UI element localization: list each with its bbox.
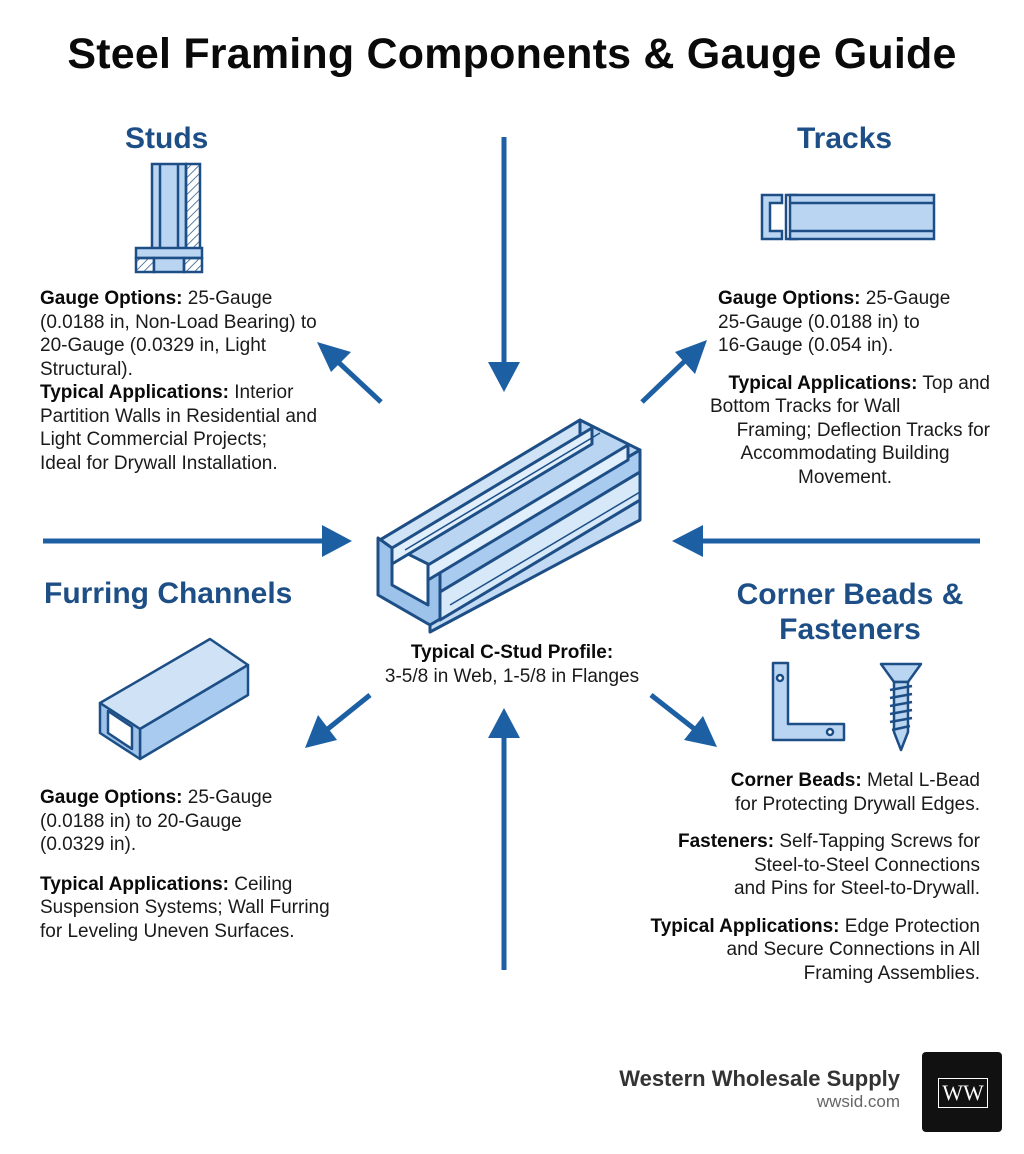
brand-name: Western Wholesale Supply <box>619 1066 900 1091</box>
corner-title-line: Fasteners <box>779 613 921 646</box>
l-bead-icon <box>771 661 846 742</box>
furring-app-line: Suspension Systems; Wall Furring <box>40 897 330 918</box>
arrow-bottom-up <box>488 708 520 970</box>
tracks-gauge-text: 25-Gauge <box>860 288 951 309</box>
corner-description: Corner Beads: Metal L-Bead for Protectin… <box>610 769 980 985</box>
furring-app-line: for Leveling Uneven Surfaces. <box>40 920 295 942</box>
arrow-to-tracks <box>640 340 707 404</box>
track-profile-icon <box>760 193 936 241</box>
tracks-app-line: Accommodating Building <box>740 443 950 464</box>
arrow-top-down <box>488 137 520 392</box>
corner-app-text: Edge Protection <box>839 915 980 937</box>
corner-app-line: Framing Assemblies. <box>803 962 980 984</box>
studs-gauge-line: Structural). <box>40 358 133 380</box>
fasteners-label: Fasteners: <box>677 831 775 852</box>
arrow-to-corner <box>649 693 717 747</box>
corner-title: Corner Beads & Fasteners <box>718 577 982 647</box>
fasteners-text: Self-Tapping Screws for <box>774 831 980 852</box>
stud-profile-icon <box>134 162 204 274</box>
furring-channel-icon <box>98 637 250 761</box>
arrow-to-studs <box>317 342 383 404</box>
studs-gauge-line: (0.0188 in, Non-Load Bearing) to <box>40 311 317 333</box>
furring-gauge-line: (0.0188 in) to 20-Gauge <box>40 810 242 832</box>
studs-app-text: Interior <box>228 382 294 403</box>
page-title: Steel Framing Components & Gauge Guide <box>67 30 957 78</box>
tracks-description: Gauge Options: 25-Gauge 25-Gauge (0.0188… <box>700 287 990 489</box>
studs-gauge-text: 25-Gauge <box>182 288 273 309</box>
furring-gauge-label: Gauge Options: <box>40 787 183 808</box>
furring-app-label: Typical Applications: <box>40 873 229 895</box>
corner-app-line: and Secure Connections in All <box>726 939 981 960</box>
tracks-app-line: Movement. <box>798 466 892 488</box>
fasteners-line: and Pins for Steel-to-Drywall. <box>733 878 980 899</box>
fasteners-line: Steel-to-Steel Connections <box>753 854 980 876</box>
center-profile-value: 3-5/8 in Web, 1-5/8 in Flanges <box>384 665 640 687</box>
tracks-title: Tracks <box>797 122 893 155</box>
center-profile-label: Typical C-Stud Profile: <box>410 642 614 663</box>
studs-gauge-label: Gauge Options: <box>40 288 183 309</box>
tracks-app-text: Top and <box>917 372 990 394</box>
furring-gauge-line: (0.0329 in). <box>40 834 137 855</box>
corner-app-label: Typical Applications: <box>650 915 840 937</box>
corner-beads-line: for Protecting Drywall Edges. <box>735 793 980 815</box>
arrow-right-left <box>672 525 980 557</box>
arrow-left-right <box>43 525 352 557</box>
corner-beads-text: Metal L-Bead <box>861 770 980 791</box>
studs-description: Gauge Options: 25-Gauge (0.0188 in, Non-… <box>40 287 370 475</box>
corner-title-line: Corner Beads & <box>736 578 964 611</box>
tracks-gauge-line: 16-Gauge (0.054 in). <box>718 335 894 356</box>
tracks-gauge-label: Gauge Options: <box>718 288 861 309</box>
studs-app-line: Light Commercial Projects; <box>40 429 268 450</box>
furring-title: Furring Channels <box>44 577 293 610</box>
brand-url: wwsid.com <box>816 1092 900 1111</box>
c-stud-profile-icon <box>376 418 642 634</box>
screw-icon <box>879 662 923 752</box>
brand-block: Western Wholesale Supply wwsid.com <box>560 1066 900 1112</box>
tracks-app-line: Bottom Tracks for Wall <box>710 396 901 417</box>
brand-logo-text: WW <box>938 1078 988 1108</box>
arrow-to-furring <box>305 693 372 748</box>
corner-beads-label: Corner Beads: <box>730 770 862 791</box>
studs-gauge-line: 20-Gauge (0.0329 in, Light <box>40 335 267 356</box>
furring-app-text: Ceiling <box>228 873 293 895</box>
studs-title: Studs <box>125 122 209 155</box>
studs-app-label: Typical Applications: <box>40 382 229 403</box>
studs-app-line: Partition Walls in Residential and <box>40 405 318 427</box>
studs-app-line: Ideal for Drywall Installation. <box>40 452 278 474</box>
furring-description: Gauge Options: 25-Gauge (0.0188 in) to 2… <box>40 786 370 943</box>
brand-logo: WW <box>922 1052 1002 1132</box>
tracks-app-line: Framing; Deflection Tracks for <box>736 419 990 441</box>
tracks-gauge-line: 25-Gauge (0.0188 in) to <box>718 311 920 333</box>
tracks-app-label: Typical Applications: <box>728 372 918 394</box>
furring-gauge-text: 25-Gauge <box>182 787 273 808</box>
